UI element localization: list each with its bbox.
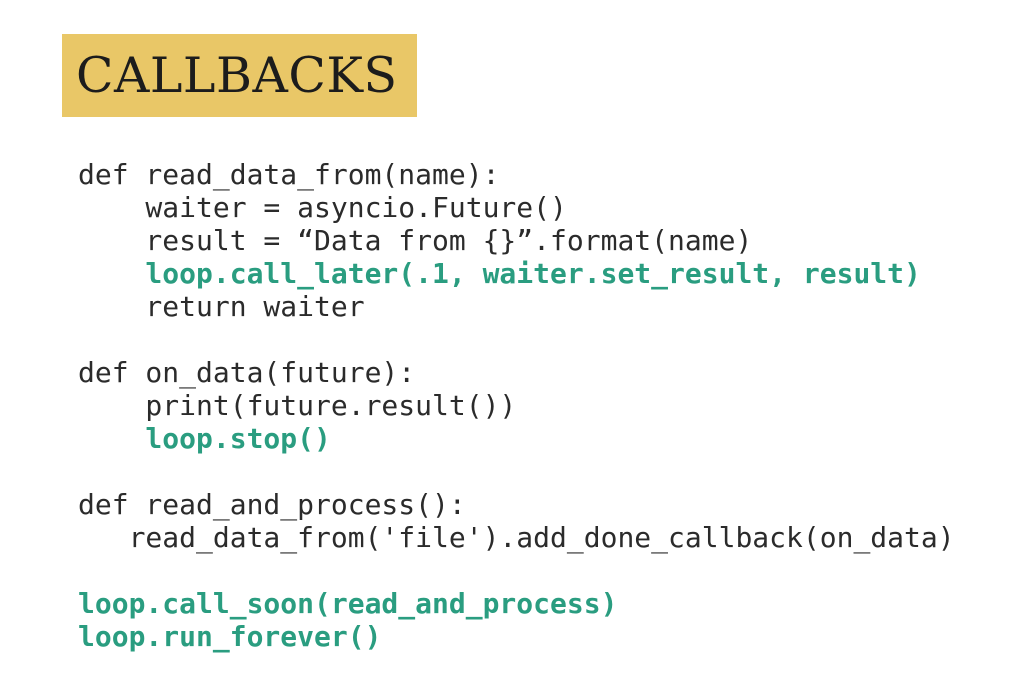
code-line: def read_data_from(name): [78, 158, 500, 191]
code-line: loop.call_soon(read_and_process) [78, 587, 618, 620]
code-line: result = “Data from {}”.format(name) [78, 224, 753, 257]
code-line: return waiter [78, 290, 365, 323]
code-line: loop.stop() [78, 422, 331, 455]
code-line [78, 323, 978, 356]
code-line: def read_and_process(): [78, 488, 466, 521]
code-line [78, 455, 978, 488]
page-title: CALLBACKS [76, 47, 398, 104]
code-line: loop.call_later(.1, waiter.set_result, r… [78, 257, 921, 290]
code-line: read_data_from('file').add_done_callback… [78, 521, 955, 554]
code-block: def read_data_from(name): waiter = async… [78, 158, 978, 653]
code-line: loop.run_forever() [78, 620, 382, 653]
code-line: def on_data(future): [78, 356, 416, 389]
code-line: waiter = asyncio.Future() [78, 191, 567, 224]
code-line: print(future.result()) [78, 389, 517, 422]
code-line [78, 554, 978, 587]
title-banner: CALLBACKS [62, 34, 417, 117]
